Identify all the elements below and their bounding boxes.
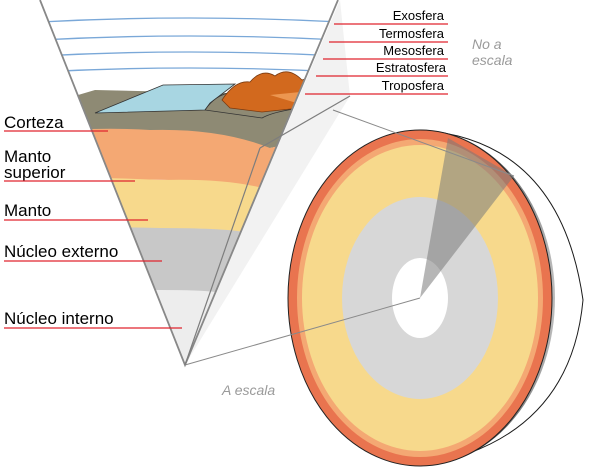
- label-estratosfera: Estratosfera: [376, 60, 447, 75]
- wedge-side-face: [185, 0, 350, 365]
- wedge-right-edge: [259, 95, 351, 149]
- layer-labels: Corteza Manto superior Manto Núcleo exte…: [4, 113, 182, 329]
- wedge-inner-edge: [184, 147, 261, 366]
- label-corteza: Corteza: [4, 113, 64, 132]
- note-no-a-escala-1: No a: [472, 36, 502, 52]
- earth-sphere: [287, 129, 584, 467]
- connector-top: [332, 109, 515, 177]
- sphere-back-edge: [419, 129, 584, 467]
- label-nucleo-externo: Núcleo externo: [4, 242, 118, 261]
- label-manto: Manto: [4, 201, 51, 220]
- connector-bottom: [184, 297, 421, 366]
- label-manto-superior-1: Manto: [4, 147, 51, 166]
- atmosphere-labels: Exosfera Termosfera Mesosfera Estratosfe…: [305, 8, 448, 95]
- label-exosfera: Exosfera: [393, 8, 445, 23]
- scale-notes: No a escala A escala: [221, 36, 513, 398]
- note-no-a-escala-2: escala: [472, 52, 513, 68]
- label-manto-superior-2: superior: [4, 163, 66, 182]
- label-troposfera: Troposfera: [382, 78, 445, 93]
- note-a-escala: A escala: [221, 382, 275, 398]
- atmosphere-lines: [40, 17, 338, 73]
- label-termosfera: Termosfera: [379, 26, 445, 41]
- label-mesosfera: Mesosfera: [383, 43, 444, 58]
- wedge-surface-top: [94, 83, 237, 114]
- label-nucleo-interno: Núcleo interno: [4, 309, 114, 328]
- sphere-wedge-highlight: [420, 138, 514, 298]
